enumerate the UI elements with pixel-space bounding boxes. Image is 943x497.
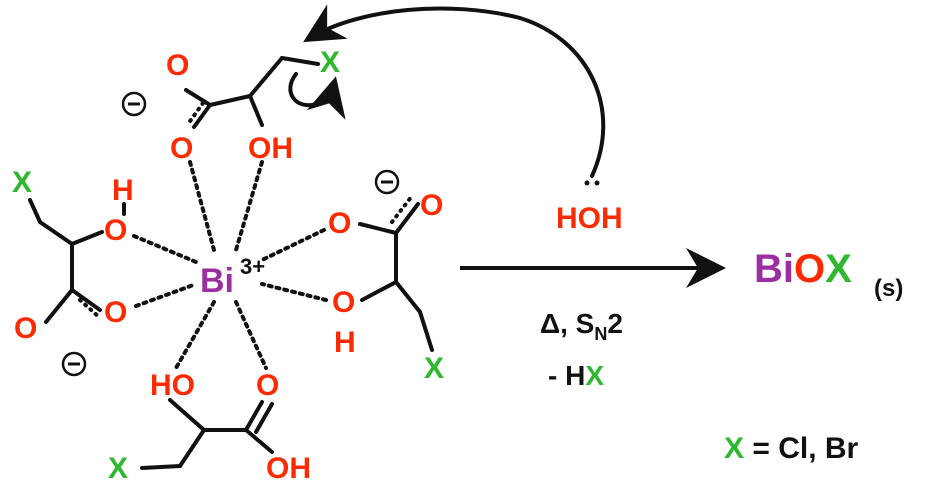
- leaving-group-curved-arrow: [288, 72, 346, 120]
- nucleophilic-attack-arrow: [303, 4, 606, 178]
- top-carboxylate-o: O: [170, 132, 193, 165]
- bottom-carbonyl-o: O: [256, 369, 279, 402]
- top-ligand: O O OH X: [121, 46, 346, 165]
- right-halogen: X: [424, 352, 444, 385]
- right-carboxylate-o: O: [328, 207, 351, 240]
- right-ligand: O O O H X: [328, 169, 444, 385]
- top-carbonyl-o: O: [166, 49, 189, 82]
- conditions-line1: Δ, SN2: [540, 308, 623, 344]
- bottom-hydroxyl: HO: [150, 369, 195, 402]
- top-hydroxyl: OH: [248, 132, 293, 165]
- bismuth-center: Bi 3+: [200, 254, 265, 300]
- left-carboxylate-o: O: [104, 296, 127, 329]
- right-carbonyl-o: O: [420, 189, 443, 222]
- left-hydroxyl-h: H: [112, 174, 134, 207]
- left-halogen: X: [12, 166, 32, 199]
- left-negative-charge: [61, 351, 87, 377]
- water-nucleophile: HOH: [556, 180, 623, 235]
- conditions-line2: - HX: [548, 360, 604, 391]
- product-state: (s): [874, 275, 903, 302]
- bismuth-charge: 3+: [240, 254, 265, 279]
- product-formula: BiOX: [754, 247, 852, 291]
- bottom-acid-oh: OH: [266, 452, 311, 485]
- water-formula: HOH: [556, 202, 623, 235]
- left-ligand: X H O O O: [12, 166, 134, 377]
- left-hydroxyl-o: O: [104, 214, 127, 247]
- bottom-ligand: HO O OH X: [108, 369, 311, 485]
- top-negative-charge: [121, 91, 147, 117]
- right-hydroxyl-h: H: [334, 326, 356, 359]
- left-carbonyl-o: O: [14, 312, 37, 345]
- coordination-bonds: [132, 160, 328, 370]
- right-hydroxyl-o: O: [332, 286, 355, 319]
- right-negative-charge: [374, 169, 400, 195]
- bottom-halogen: X: [108, 452, 128, 485]
- halogen-legend: X = Cl, Br: [724, 432, 859, 465]
- bismuth-symbol: Bi: [200, 262, 234, 300]
- top-halogen: X: [320, 46, 340, 79]
